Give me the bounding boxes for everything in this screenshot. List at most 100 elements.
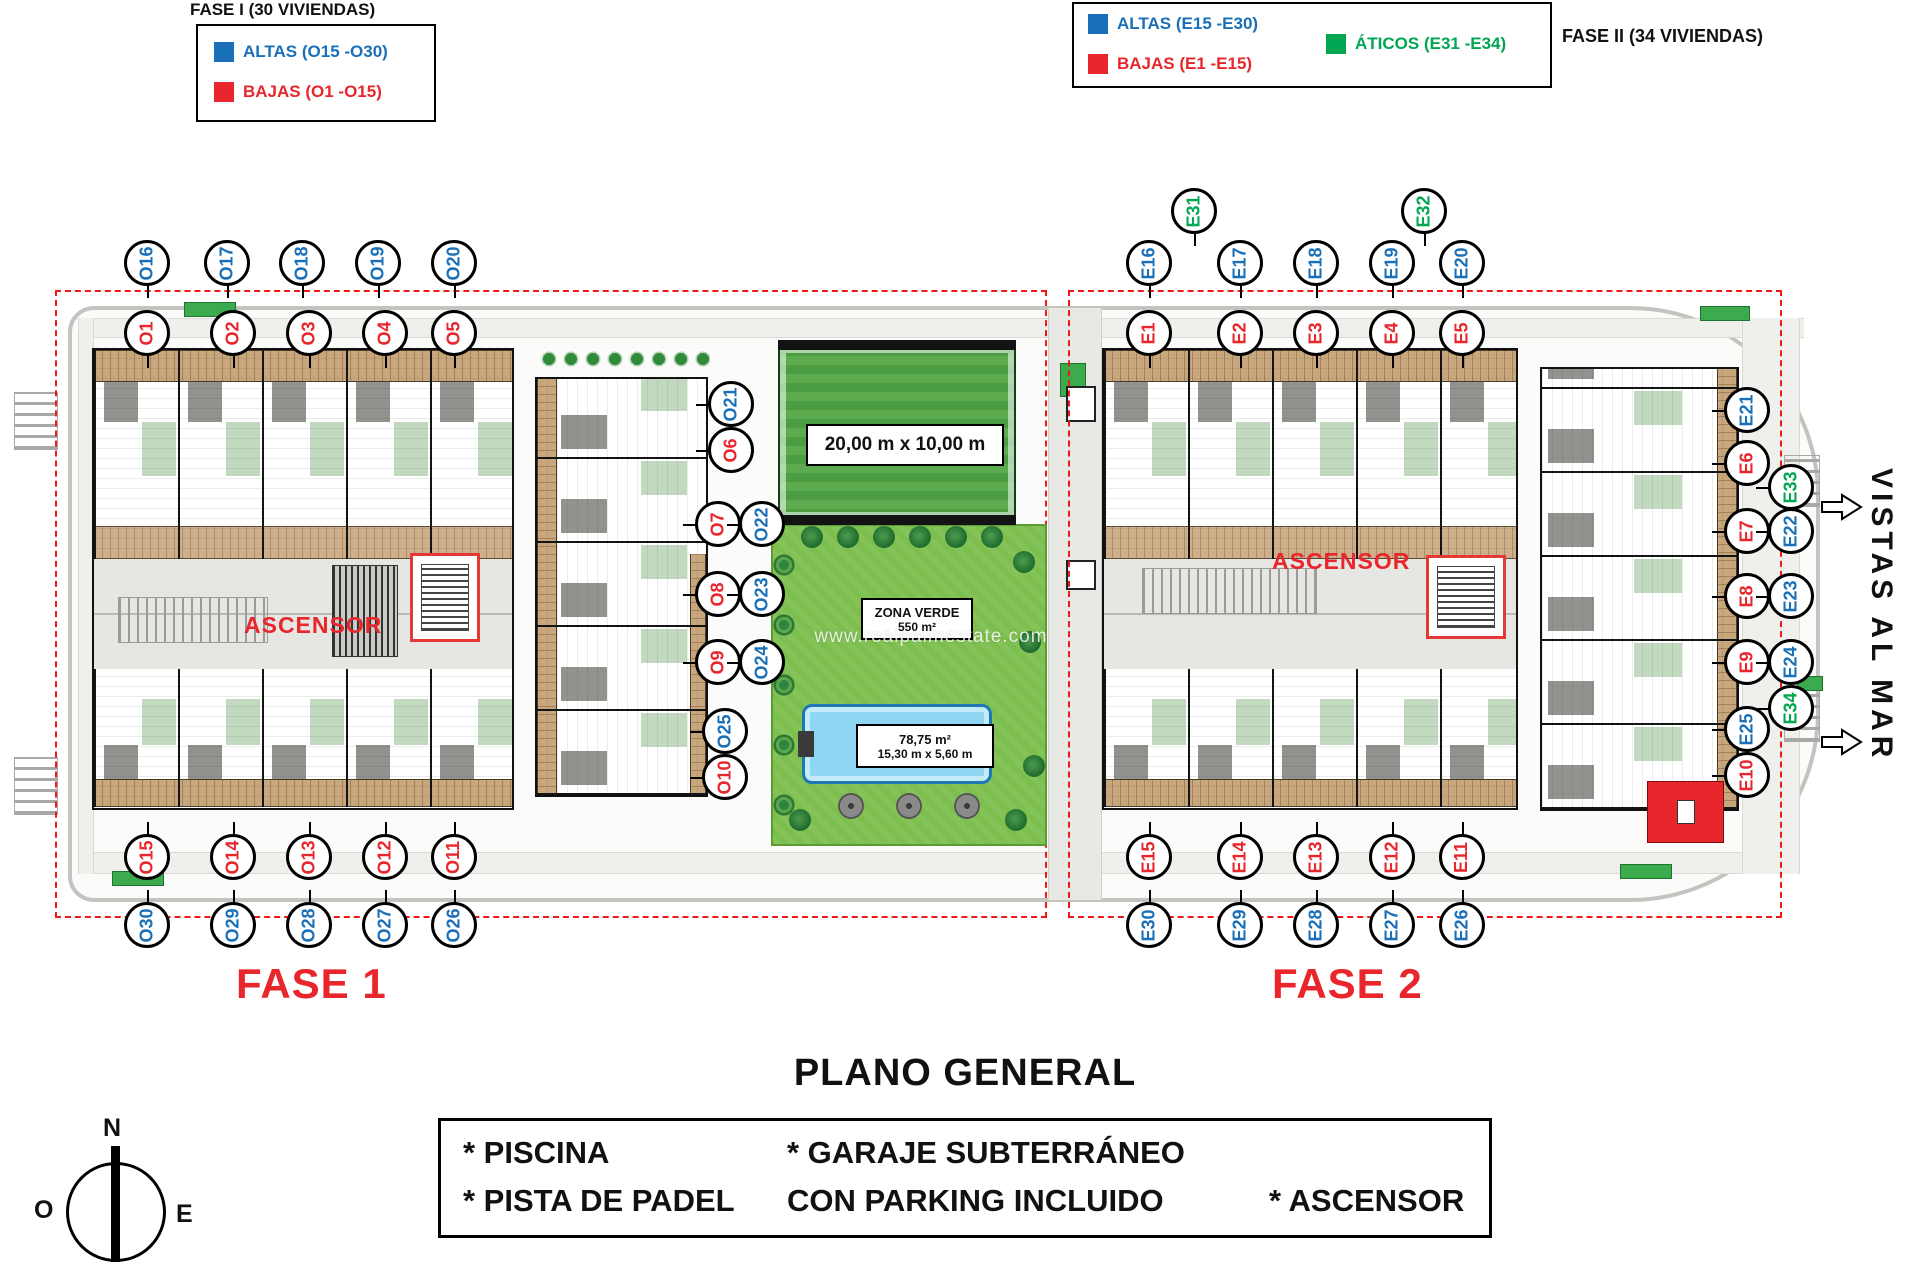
unit-label-O18: O18 bbox=[279, 240, 325, 298]
bedroom-band bbox=[94, 422, 512, 476]
bedroom-band bbox=[1104, 699, 1516, 745]
terrace-deck bbox=[537, 379, 557, 795]
legend-item-bajas-o: BAJAS (O1 -O15) bbox=[214, 82, 382, 102]
compass-needle-icon bbox=[111, 1146, 120, 1262]
terrace-deck bbox=[1104, 350, 1516, 382]
bajas-swatch-icon bbox=[1088, 54, 1108, 74]
fase2-ascensor-label: ASCENSOR bbox=[1272, 548, 1411, 574]
vistas-al-mar-label: VISTAS AL MAR bbox=[1865, 468, 1898, 763]
legend-fase1: FASE I (30 VIVIENDAS) ALTAS (O15 -O30) B… bbox=[190, 0, 436, 122]
unit-label-text: E18 bbox=[1305, 246, 1326, 280]
bathroom-band bbox=[94, 745, 512, 779]
page-title: PLANO GENERAL bbox=[793, 1052, 1137, 1094]
sea-arrow-icon bbox=[1821, 728, 1863, 756]
elevator-box bbox=[410, 553, 480, 642]
fase2-south-wing bbox=[1104, 669, 1516, 807]
watermark: www.realpalmestate.com bbox=[814, 626, 1048, 647]
altas-swatch-icon bbox=[214, 42, 234, 62]
bedroom-band bbox=[1104, 422, 1516, 476]
unit-label-O17: O17 bbox=[204, 240, 250, 298]
transformer-door-icon bbox=[1677, 800, 1695, 824]
zona-verde-text: ZONA VERDE bbox=[874, 604, 960, 620]
transformer-box bbox=[1647, 781, 1724, 843]
bathroom-band bbox=[1104, 382, 1516, 422]
utility-box bbox=[1066, 386, 1096, 422]
walk-line bbox=[94, 613, 512, 615]
padel-dimensions-label: 20,00 m x 10,00 m bbox=[806, 424, 1004, 466]
unit-label-E17: E17 bbox=[1217, 240, 1263, 298]
unit-label-E20: E20 bbox=[1439, 240, 1485, 298]
unit-label-text: E19 bbox=[1381, 246, 1402, 280]
utility-box bbox=[1066, 560, 1096, 590]
fase2-east-building bbox=[1540, 367, 1739, 811]
legend-fase2-box: ALTAS (E15 -E30) BAJAS (E1 -E15) ÁTICOS … bbox=[1072, 2, 1552, 88]
unit-label-text: E17 bbox=[1229, 246, 1250, 280]
zona-verde-label: ZONA VERDE 550 m² bbox=[861, 598, 973, 640]
compass-north-label: N bbox=[103, 1114, 122, 1142]
aticos-swatch-icon bbox=[1326, 34, 1346, 54]
legend-item-altas-e: ALTAS (E15 -E30) bbox=[1088, 14, 1258, 34]
compass-east-label: E bbox=[176, 1200, 193, 1228]
legend-fase2-title: FASE II (34 VIVIENDAS) bbox=[1562, 26, 1764, 46]
terrace-deck bbox=[1104, 779, 1516, 807]
unit-label-O20: O20 bbox=[431, 240, 477, 298]
garage-ramp-icon bbox=[14, 392, 58, 450]
feature-garaje-line2: CON PARKING INCLUIDO bbox=[787, 1183, 1164, 1218]
terrace-deck bbox=[94, 779, 512, 807]
unit-label-E31: E31 bbox=[1171, 188, 1217, 246]
unit-label-text: E16 bbox=[1138, 246, 1159, 280]
sea-arrow-icon bbox=[1821, 493, 1863, 521]
bathroom-band bbox=[94, 382, 512, 422]
bathroom-band bbox=[1548, 369, 1594, 809]
garage-ramp-icon bbox=[14, 757, 58, 815]
hedge-icon bbox=[1620, 864, 1672, 879]
unit-label-text: O19 bbox=[367, 245, 388, 281]
stairs-hatch bbox=[118, 597, 268, 643]
fase1-label: FASE 1 bbox=[236, 960, 387, 1007]
walk-line bbox=[1104, 613, 1516, 615]
unit-label-text: O16 bbox=[136, 245, 157, 281]
bedroom-band bbox=[641, 379, 687, 795]
unit-label-text: O18 bbox=[291, 245, 312, 281]
bedroom-band bbox=[94, 699, 512, 745]
legend-item-altas-o: ALTAS (O15 -O30) bbox=[214, 42, 388, 62]
feature-garaje-line1: * GARAJE SUBTERRÁNEO bbox=[787, 1135, 1185, 1170]
unit-label-O19: O19 bbox=[355, 240, 401, 298]
garage-ramp-icon bbox=[1784, 690, 1820, 742]
feature-piscina: * PISCINA bbox=[463, 1135, 610, 1170]
fase1-south-wing bbox=[94, 669, 512, 807]
unit-label-text: O20 bbox=[443, 245, 464, 281]
pool-area-text: 78,75 m² bbox=[898, 731, 952, 747]
elevator-box bbox=[1426, 555, 1506, 639]
bathroom-band bbox=[561, 379, 607, 795]
fase1-main-building: ASCENSOR bbox=[92, 348, 514, 810]
altas-swatch-icon bbox=[1088, 14, 1108, 34]
unit-label-O16: O16 bbox=[124, 240, 170, 298]
bedroom-band bbox=[1634, 369, 1682, 809]
garage-ramp-icon bbox=[1784, 455, 1820, 507]
fase2-main-building: ASCENSOR bbox=[1102, 348, 1518, 810]
fase1-north-wing bbox=[94, 350, 512, 559]
stairs-block bbox=[332, 565, 398, 657]
zona-verde-area: 550 m² bbox=[897, 619, 937, 634]
hedge-icon bbox=[1797, 676, 1823, 691]
terrace-deck bbox=[1717, 369, 1737, 809]
unit-label-text: E20 bbox=[1451, 246, 1472, 280]
terrace-deck bbox=[690, 553, 706, 795]
bathroom-band bbox=[1104, 745, 1516, 779]
sidewalk-bottom bbox=[82, 852, 1782, 874]
hedge-icon bbox=[1700, 306, 1750, 321]
unit-label-E32: E32 bbox=[1401, 188, 1447, 246]
legend-item-aticos-e: ÁTICOS (E31 -E34) bbox=[1326, 34, 1506, 54]
unit-label-E16: E16 bbox=[1126, 240, 1172, 298]
pool-dimensions-text: 15,30 m x 5,60 m bbox=[877, 746, 973, 761]
legend-fase1-title: FASE I (30 VIVIENDAS) bbox=[190, 0, 376, 19]
terrace-deck bbox=[94, 350, 512, 382]
fase2-north-wing bbox=[1104, 350, 1516, 559]
feature-pista-padel: * PISTA DE PADEL bbox=[463, 1183, 735, 1218]
pool-dimensions-label: 78,75 m² 15,30 m x 5,60 m bbox=[856, 724, 994, 768]
legend-fase1-box: ALTAS (O15 -O30) BAJAS (O1 -O15) bbox=[196, 24, 436, 122]
feature-ascensor: * ASCENSOR bbox=[1269, 1183, 1465, 1218]
stairs-hatch bbox=[1142, 568, 1317, 614]
unit-label-E19: E19 bbox=[1369, 240, 1415, 298]
